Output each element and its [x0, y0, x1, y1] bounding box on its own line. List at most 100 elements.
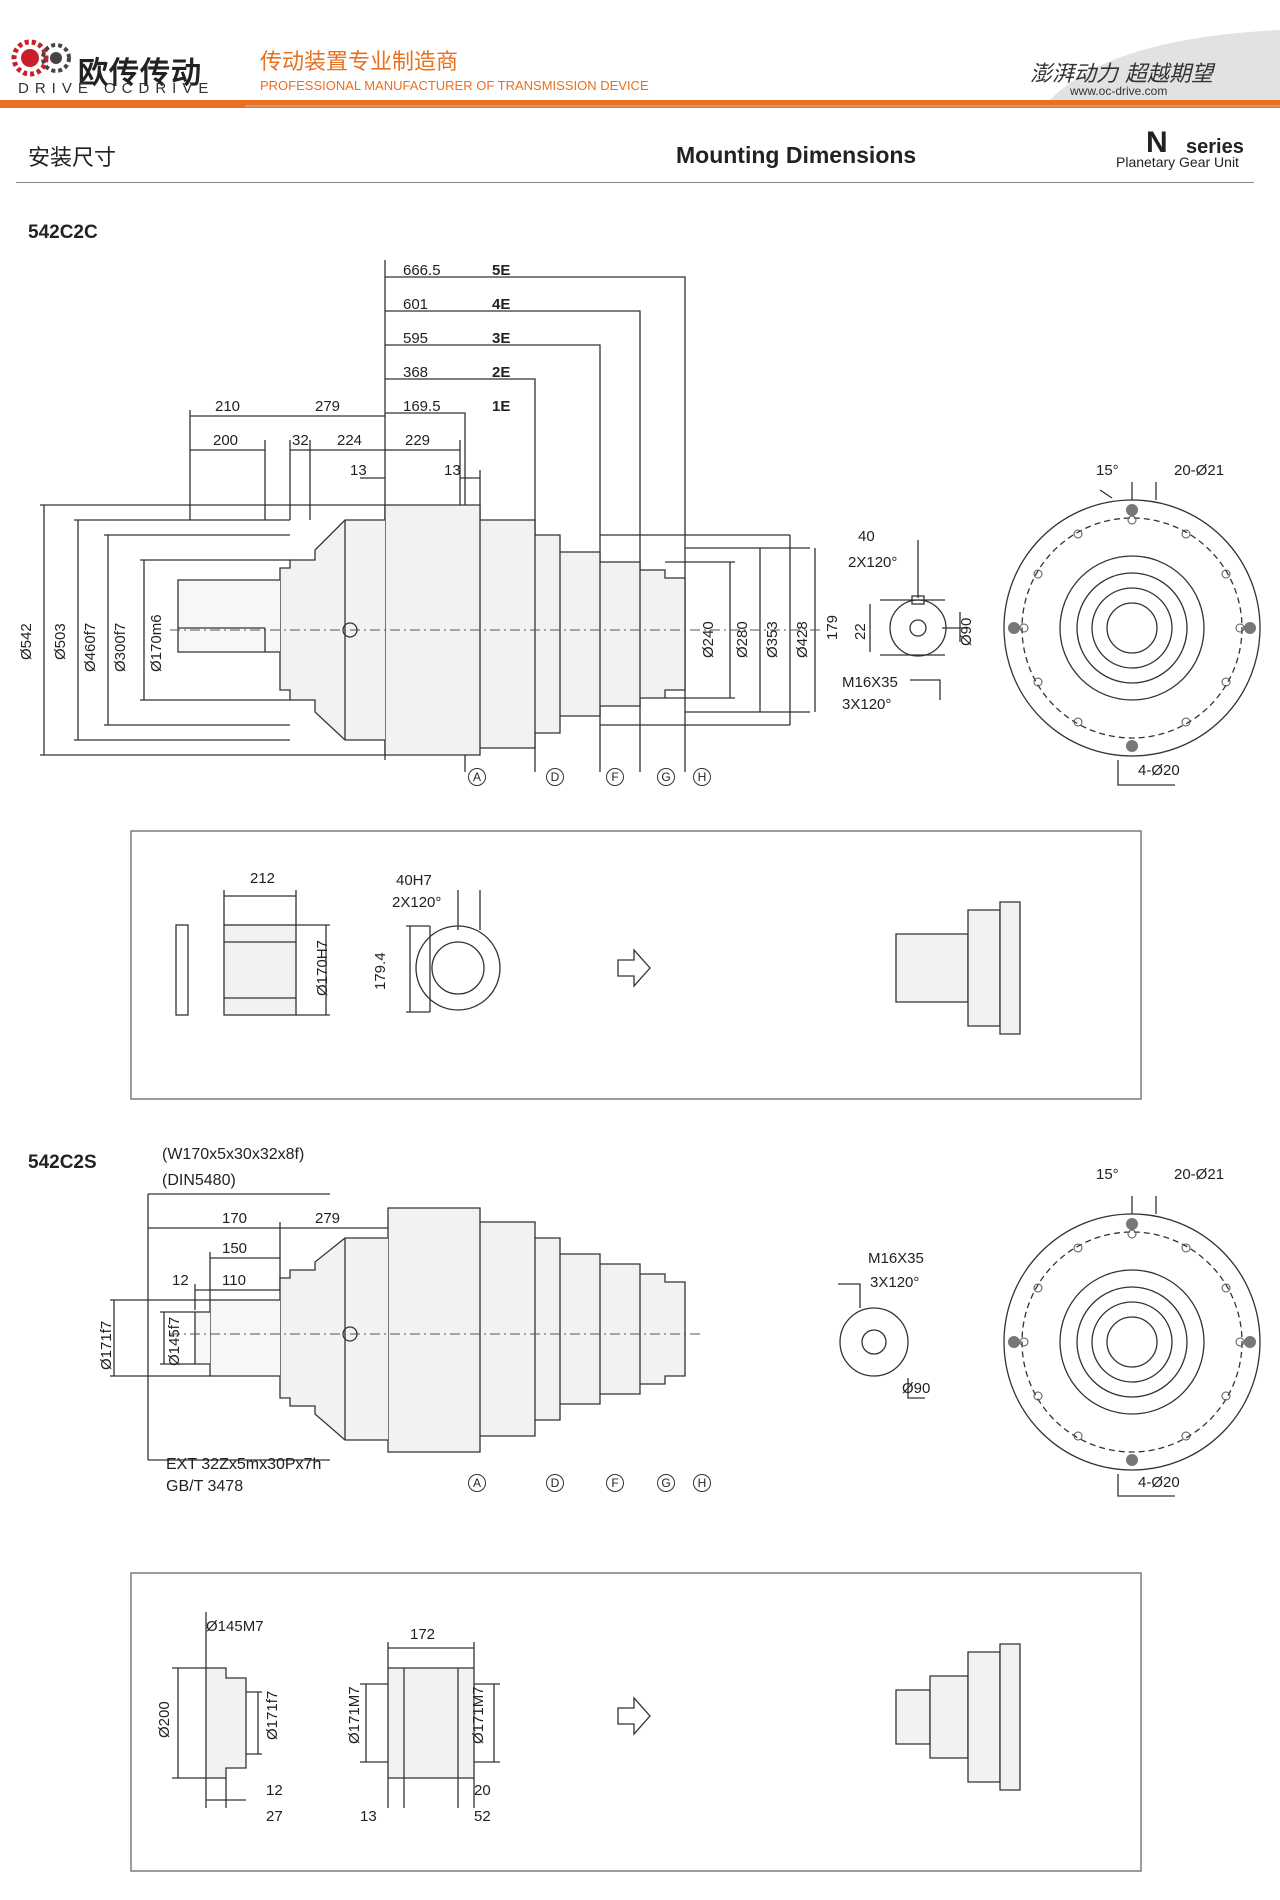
dia-170m6: Ø170m6: [148, 614, 165, 672]
dim-5e-value: 666.5: [403, 262, 441, 279]
s2-dim-110: 110: [222, 1272, 246, 1289]
key-40: 40: [858, 528, 875, 545]
header-band: [0, 0, 1280, 108]
box1-dia-170h7: Ø170H7: [314, 940, 331, 996]
dim-224: 224: [337, 432, 363, 449]
s2-dia-145f7: Ø145f7: [166, 1316, 183, 1366]
ext-spline-standard: GB/T 3478: [166, 1478, 244, 1495]
dia-353: Ø353: [764, 621, 781, 658]
series-letter: N: [1146, 126, 1168, 159]
box2-dia-145m7: Ø145M7: [206, 1618, 264, 1635]
box2-dia-200: Ø200: [156, 1701, 173, 1738]
dim-32: 32: [292, 432, 309, 449]
s2-dim-12: 12: [172, 1272, 189, 1289]
shaft-option-box-2: [130, 1572, 1142, 1872]
ref-f: F: [606, 768, 624, 786]
dim-229: 229: [405, 432, 431, 449]
s2-ref-h: H: [693, 1474, 711, 1492]
box1-key-2x120: 2X120°: [392, 894, 442, 911]
dia-90: Ø90: [958, 617, 975, 646]
dia-542: Ø542: [18, 623, 35, 660]
dia-300f7: Ø300f7: [112, 622, 129, 672]
key-2x120: 2X120°: [848, 554, 898, 571]
dim-2e-label: 2E: [492, 364, 511, 381]
m16x35: M16X35: [842, 674, 898, 691]
tagline-en: PROFESSIONAL MANUFACTURER OF TRANSMISSIO…: [260, 78, 649, 93]
box2-dia-171f7: Ø171f7: [264, 1690, 281, 1740]
box2-dim-13: 13: [360, 1808, 377, 1825]
dia-428: Ø428: [794, 621, 811, 658]
dim-2e-value: 368: [403, 364, 429, 381]
ref-a: A: [468, 768, 486, 786]
angle-15: 15°: [1096, 462, 1119, 479]
dim-279: 279: [315, 398, 341, 415]
s2-holes-20-dia21: 20-Ø21: [1174, 1166, 1225, 1183]
dim-3e-value: 595: [403, 330, 429, 347]
dia-240: Ø240: [700, 621, 717, 658]
tagline-cn: 传动装置专业制造商: [260, 49, 459, 74]
dim-1e-value: 169.5: [403, 398, 441, 415]
series-word: series: [1186, 136, 1244, 158]
h-22: 22: [852, 623, 869, 640]
dim-200: 200: [213, 432, 239, 449]
box2-dim-172: 172: [410, 1626, 436, 1643]
m16-3x120: 3X120°: [842, 696, 892, 713]
s2-dim-279: 279: [315, 1210, 341, 1227]
slogan: 澎湃动力 超越期望: [1030, 62, 1213, 87]
brand-name-cn: 欧传传动: [78, 57, 202, 90]
ext-spline-spec: EXT 32Zx5mx30Px7h: [166, 1456, 322, 1473]
dia-503: Ø503: [52, 623, 69, 660]
box2-dia-171m7-right: Ø171M7: [470, 1686, 487, 1744]
dim-1e-label: 1E: [492, 398, 511, 415]
dim-4e-value: 601: [403, 296, 429, 313]
spline-spec: (W170x5x30x32x8f): [162, 1146, 305, 1163]
box1-key-40h7: 40H7: [396, 872, 432, 889]
spline-standard: (DIN5480): [162, 1172, 236, 1189]
s2-dia-90: Ø90: [902, 1380, 931, 1397]
brand-name-en: DRIVE OCDRIVE: [18, 80, 215, 97]
s2-ref-g: G: [657, 1474, 675, 1492]
s2-dia-171f7: Ø171f7: [98, 1320, 115, 1370]
model-542c2c: 542C2C: [28, 222, 98, 243]
box2-dim-20: 20: [474, 1782, 491, 1799]
title-divider: [16, 182, 1254, 183]
box1-h-179-4: 179.4: [372, 952, 389, 990]
drawing-542c2s: [110, 1193, 1261, 1497]
dia-460f7: Ø460f7: [82, 622, 99, 672]
s2-holes-4-dia20: 4-Ø20: [1138, 1474, 1180, 1491]
s2-ref-d: D: [546, 1474, 564, 1492]
dim-13-left: 13: [350, 462, 367, 479]
dim-3e-label: 3E: [492, 330, 511, 347]
ref-d: D: [546, 768, 564, 786]
ref-h: H: [693, 768, 711, 786]
s2-ref-a: A: [468, 1474, 486, 1492]
s2-dim-170: 170: [222, 1210, 248, 1227]
ref-g: G: [657, 768, 675, 786]
logo-gear-icon: [11, 39, 71, 77]
h-179: 179: [824, 614, 841, 640]
s2-m16x35: M16X35: [868, 1250, 924, 1267]
website: www.oc-drive.com: [1070, 84, 1168, 98]
drawing-542c2c: [40, 260, 1261, 786]
dim-13-right: 13: [444, 462, 461, 479]
box2-dim-52: 52: [474, 1808, 491, 1825]
series-subtitle: Planetary Gear Unit: [1116, 154, 1239, 170]
page-title-cn: 安装尺寸: [28, 145, 117, 170]
shaft-option-box-1: [130, 830, 1142, 1100]
s2-angle-15: 15°: [1096, 1166, 1119, 1183]
box2-dim-12: 12: [266, 1782, 283, 1799]
s2-dim-150: 150: [222, 1240, 248, 1257]
s2-ref-f: F: [606, 1474, 624, 1492]
s2-m16-3x120: 3X120°: [870, 1274, 920, 1291]
box2-dia-171m7-left: Ø171M7: [346, 1686, 363, 1744]
holes-4-dia20: 4-Ø20: [1138, 762, 1180, 779]
dim-5e-label: 5E: [492, 262, 511, 279]
box2-dim-27: 27: [266, 1808, 283, 1825]
model-542c2s: 542C2S: [28, 1152, 97, 1173]
dim-210: 210: [215, 398, 241, 415]
holes-20-dia21: 20-Ø21: [1174, 462, 1225, 479]
dia-280: Ø280: [734, 621, 751, 658]
page-title-en: Mounting Dimensions: [676, 142, 917, 168]
box1-dim-212: 212: [250, 870, 276, 887]
dim-4e-label: 4E: [492, 296, 511, 313]
